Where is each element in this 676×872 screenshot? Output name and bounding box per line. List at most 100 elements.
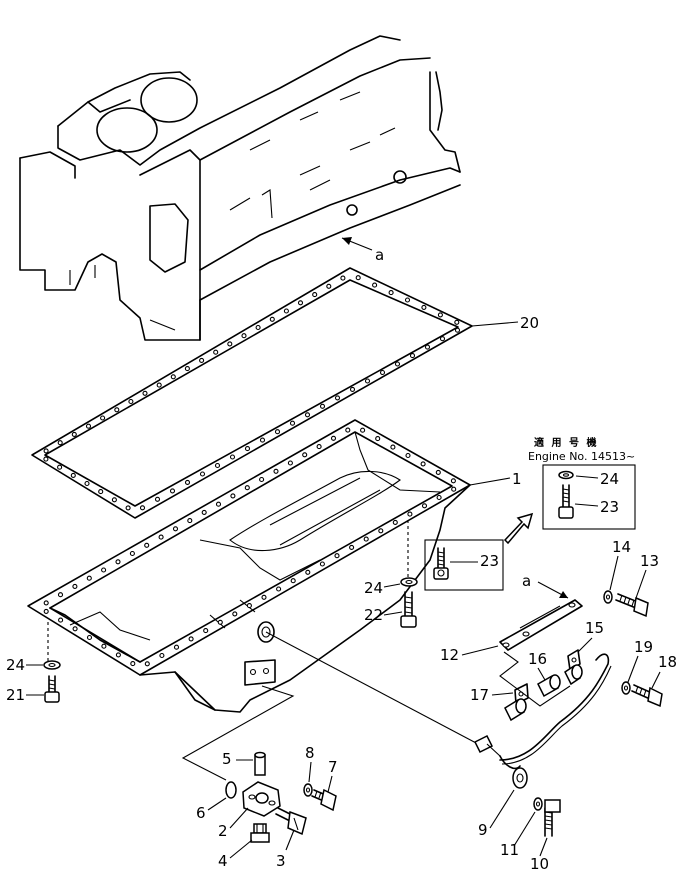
callout-7: 7 [328,758,338,776]
bolt-hole [188,636,194,642]
bolt-hole [319,561,325,567]
bolt-hole [421,304,427,310]
bolt-hole [217,619,223,625]
bolt-hole [130,661,136,667]
bolt-hole [229,454,236,460]
bolt-hole [71,431,77,437]
callout-5: 5 [222,750,232,768]
bolt-hole [199,357,205,363]
bolt-hole [57,464,63,470]
callout-23-upper: 23 [600,498,619,516]
bolt-hole [172,526,179,532]
bolt-hole [451,486,457,492]
bolt-hole [360,427,366,433]
reference-arrow-a-bracket: a [522,572,569,599]
bolt-hole [349,386,356,392]
bolt-hole [159,652,165,659]
bolt-hole [390,444,396,450]
bracket-leader-lines [499,651,571,707]
bolt-hole [199,471,206,477]
fitting-3 [275,807,307,836]
bolt-hole [154,496,161,502]
callout-23-lower: 23 [480,552,499,570]
drain-elbow-2 [242,781,281,817]
washer-24-center [400,577,418,587]
bolt-hole [375,436,381,442]
note-title: 適 用 号 機 [534,436,598,449]
bolt-hole [57,592,64,598]
bolt-hole [139,505,146,511]
bolt-hole [340,275,346,281]
bolt-hole [244,446,251,452]
bolt-hole [144,542,150,548]
bolt-hole [115,559,121,565]
bolt-hole [274,429,281,435]
bolt-hole [98,489,104,495]
washer-8 [303,783,313,797]
note-engine-number: Engine No. 14513~ [528,450,635,463]
bolt-hole [158,534,164,540]
bolt-hole [246,603,252,609]
bolt-hole [420,461,426,467]
callout-16: 16 [528,650,547,668]
bolt-hole [84,480,90,487]
oil-pan [27,419,471,713]
bolt-hole [404,297,411,303]
bolt-7 [311,788,337,812]
bolt-hole [57,440,63,446]
bolt-hole [187,518,193,524]
callout-a-top: a [375,246,384,264]
washer-19 [621,681,631,695]
engine-block [19,35,461,341]
drain-plug-4 [250,823,270,843]
bolt-hole [450,478,456,484]
bolt-hole [86,634,93,641]
drain-leader-lines [181,685,295,781]
callout-3: 3 [276,852,286,870]
bolt-23-upper-box [542,464,636,530]
bolt-10 [544,799,561,837]
bolt-hole [86,575,92,581]
bolt-hole [232,611,238,617]
bolt-hole [424,344,431,350]
bolt-hole [129,550,135,557]
bolt-hole [312,292,318,298]
bolt-hole [364,378,371,384]
bolt-hole [304,412,311,418]
bolt-hole [255,324,261,331]
callout-24-left: 24 [6,656,25,674]
washer-24-upper [558,470,574,480]
bracket-12 [499,599,583,651]
callout-2: 2 [218,822,228,840]
modification-arrow [503,512,534,545]
bolt-hole [111,497,117,503]
bolt-hole [58,617,64,623]
bolt-hole [170,374,176,380]
bolt-hole [363,536,369,542]
bolt-hole [101,643,107,649]
bolt-hole [305,569,311,575]
bolt-hole [227,341,233,347]
bolt-hole [302,452,308,458]
callout-17: 17 [470,686,489,704]
bolt-hole [407,511,413,517]
callout-9: 9 [478,821,488,839]
bolt-hole [259,437,266,443]
bolt-hole [372,282,378,288]
callout-22: 22 [364,606,383,624]
bolt-hole [276,586,282,592]
bolt-hole [156,382,162,388]
callout-24-upper: 24 [600,470,619,488]
bolt-hole [72,626,78,632]
bolt-18 [631,684,663,708]
bolt-hole [184,366,190,372]
callout-11: 11 [500,841,519,859]
sensor-harness-9 [265,631,612,789]
bolt-hole [169,488,176,494]
bushing-16 [504,664,583,722]
bolt-hole [316,444,322,450]
dowel-pin-5 [254,751,266,776]
bolt-hole [144,661,150,667]
bolt-hole [388,290,394,296]
washer-24-left [43,660,61,670]
